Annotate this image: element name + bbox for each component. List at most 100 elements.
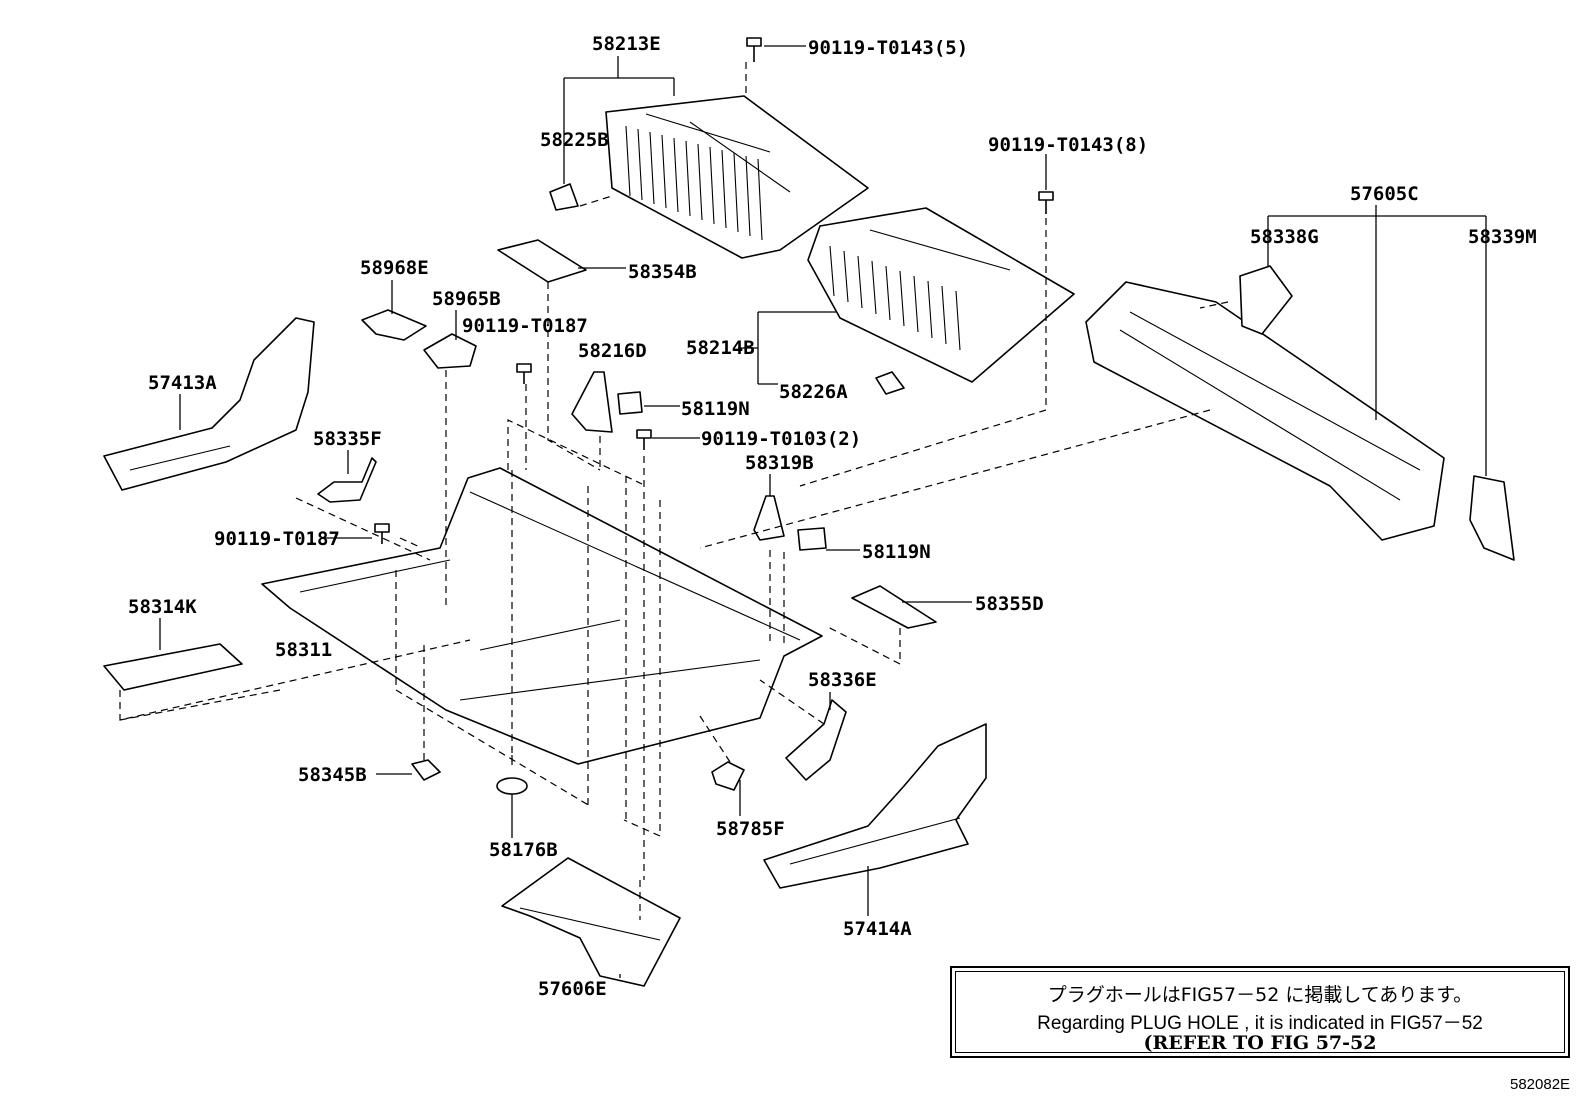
- callout-58335f: 58335F: [313, 428, 382, 450]
- detail-line-7: [709, 146, 715, 225]
- detail-line-3: [661, 134, 667, 209]
- callout-90119t0187a: 90119-T0187: [462, 315, 588, 337]
- part-58311-main-floor: [261, 467, 823, 765]
- callout-57413a: 57413A: [148, 372, 217, 394]
- callout-58225b: 58225B: [540, 129, 609, 151]
- callout-58119na: 58119N: [681, 398, 750, 420]
- part-58176b-plug: [496, 777, 528, 795]
- part-58335f-bracket: [317, 457, 377, 503]
- callout-90119t0143_8: 90119-T0143(8): [988, 134, 1149, 156]
- part-58214b-tray: [807, 207, 1075, 383]
- callout-90119t0187b: 90119-T0187: [214, 528, 340, 550]
- detail-line-9: [733, 152, 739, 233]
- callout-57414a: 57414A: [843, 918, 912, 940]
- callout-58338g: 58338G: [1250, 226, 1319, 248]
- assembly-dash-21: [759, 679, 825, 725]
- detail-line-8: [721, 149, 727, 229]
- callout-58345b: 58345B: [298, 764, 367, 786]
- detail-line-1: [637, 128, 643, 201]
- part-58785f-clip: [711, 761, 745, 791]
- assembly-dash-3: [1199, 301, 1229, 309]
- detail-line-16: [885, 265, 891, 321]
- callout-58965b: 58965B: [432, 288, 501, 310]
- detail-line-10: [745, 155, 751, 237]
- detail-line-4: [673, 137, 679, 213]
- callout-58319b: 58319B: [745, 452, 814, 474]
- assembly-dash-2: [799, 218, 1047, 487]
- detail-line-14: [857, 255, 863, 309]
- part-58119n-pad-upper: [617, 391, 643, 415]
- assembly-dash-9: [295, 497, 431, 561]
- part-58226a-clip: [875, 371, 905, 395]
- part-57414a-side-member: [763, 723, 987, 889]
- part-58354b-plate: [497, 239, 587, 283]
- callout-58119nb: 58119N: [862, 541, 931, 563]
- detail-line-11: [757, 158, 763, 241]
- callout-58354b: 58354B: [628, 261, 697, 283]
- callout-58336e: 58336E: [808, 669, 877, 691]
- detail-line-17: [899, 270, 905, 327]
- detail-line-26: [1119, 329, 1401, 501]
- note-english-text: Regarding PLUG HOLE , it is indicated in…: [1037, 1013, 1483, 1034]
- assembly-dash-20: [825, 625, 901, 665]
- part-58119n-pad-lower: [797, 527, 827, 551]
- detail-line-2: [649, 131, 655, 205]
- part-58968e-bracket: [361, 309, 427, 341]
- detail-line-19: [927, 280, 933, 339]
- detail-line-12: [829, 245, 835, 297]
- callout-58226a: 58226A: [779, 381, 848, 403]
- callout-58216d: 58216D: [578, 340, 647, 362]
- callout-90119t0143_5: 90119-T0143(5): [808, 37, 969, 59]
- part-58336e-bracket: [785, 699, 847, 781]
- detail-line-30: [479, 619, 621, 651]
- part-58314k-plate: [103, 643, 243, 691]
- bolt-90119-t0187-upper-head: [516, 363, 532, 373]
- bolt-90119-t0143-5-head: [746, 37, 762, 47]
- part-58965b-block: [423, 333, 477, 369]
- detail-line-33: [519, 907, 661, 941]
- part-57413a-side-member: [103, 317, 315, 491]
- detail-line-24: [869, 229, 1011, 271]
- plug-hole-note: プラグホールはFIG57－52 に掲載してあります。 Regarding PLU…: [950, 966, 1570, 1058]
- detail-line-29: [459, 659, 761, 701]
- note-inner-border: [955, 971, 1565, 1053]
- assembly-dash-5: [547, 282, 601, 471]
- assembly-dash-8: [399, 537, 423, 549]
- bolt-90119-t0103-2-head: [636, 429, 652, 439]
- part-57606e-under-panel: [501, 857, 681, 987]
- callout-58785f: 58785F: [716, 818, 785, 840]
- callout-58213e: 58213E: [592, 33, 661, 55]
- part-58345b-clip: [411, 759, 441, 781]
- assembly-dash-25: [395, 570, 591, 807]
- detail-line-23: [689, 121, 791, 193]
- callout-57605c: 57605C: [1350, 183, 1419, 205]
- assembly-dash-17: [623, 500, 661, 837]
- callout-58311: 58311: [275, 639, 333, 661]
- note-reference-text: (REFER TO FIG 57-52: [1143, 1032, 1377, 1054]
- bolt-90119-t0187-lower-head: [374, 523, 390, 533]
- detail-line-31: [129, 445, 231, 471]
- callout-58968e: 58968E: [360, 257, 429, 279]
- part-58319b-gusset: [753, 495, 785, 541]
- assembly-dash-27: [507, 419, 643, 485]
- callout-58176b: 58176B: [489, 839, 558, 861]
- detail-line-5: [685, 140, 691, 217]
- callout-58314k: 58314K: [128, 596, 197, 618]
- detail-line-13: [843, 250, 849, 303]
- detail-line-6: [697, 143, 703, 221]
- callout-58339m: 58339M: [1468, 226, 1537, 248]
- illustration-code: 582082E: [1510, 1076, 1571, 1093]
- bolt-90119-t0143-8-head: [1038, 191, 1054, 201]
- detail-line-0: [625, 125, 631, 197]
- part-57605c-rear-rail: [1085, 281, 1445, 541]
- part-58338g-bracket: [1239, 265, 1293, 335]
- part-58339m-bracket: [1469, 475, 1515, 561]
- part-58225b-clip: [549, 183, 579, 211]
- assembly-dash-0: [579, 195, 613, 207]
- assembly-dash-11: [119, 689, 281, 721]
- detail-line-18: [913, 275, 919, 333]
- part-58355d-plate: [851, 585, 937, 629]
- callout-58214b: 58214B: [686, 337, 755, 359]
